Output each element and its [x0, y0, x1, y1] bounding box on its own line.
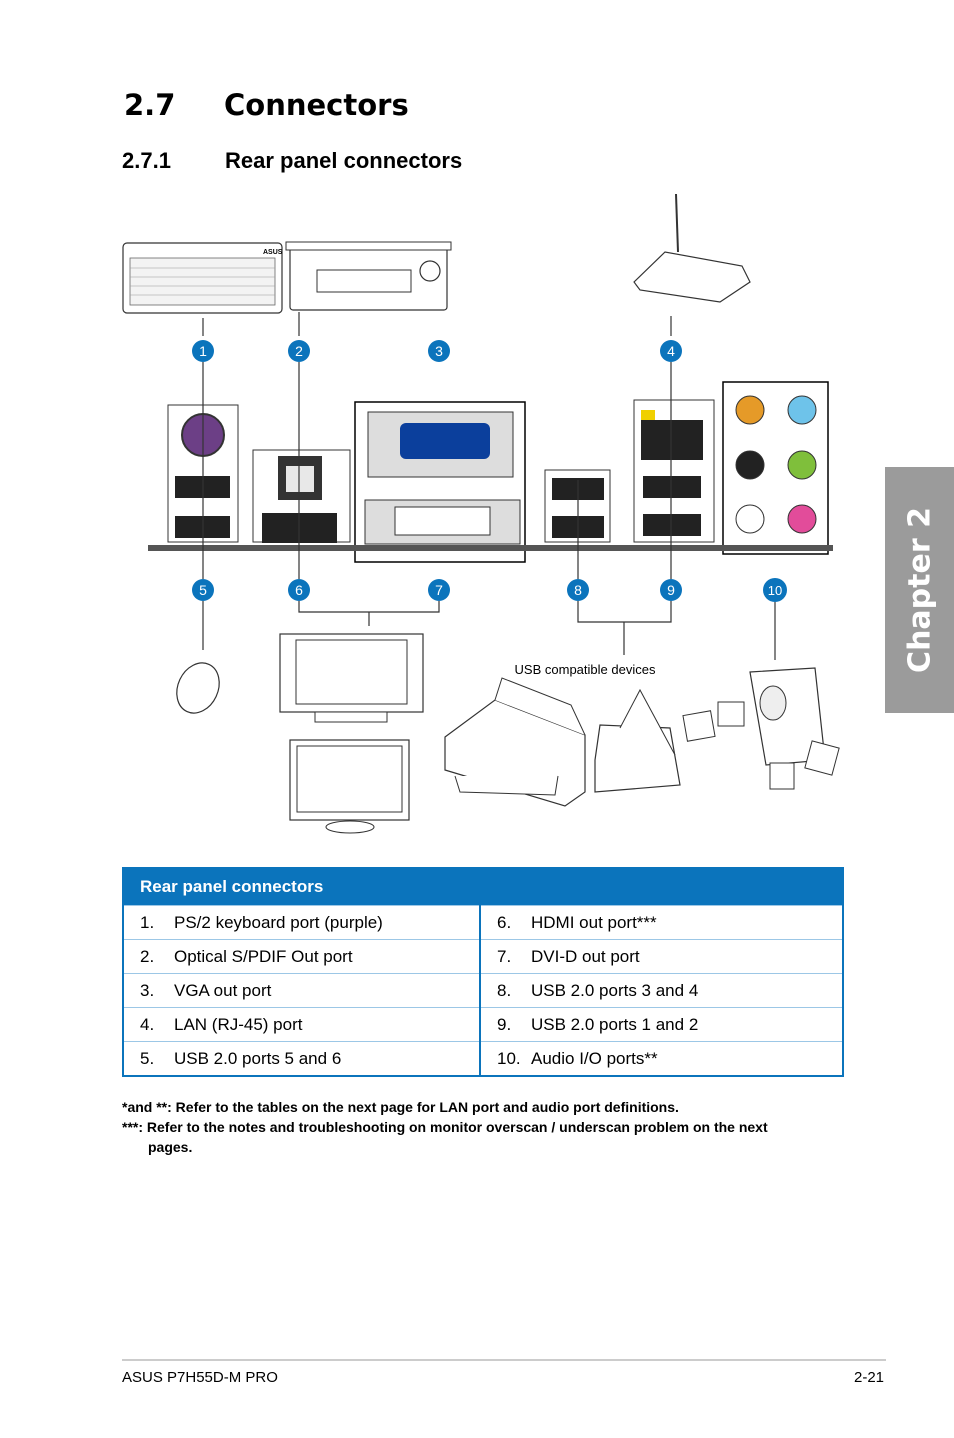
row-label: USB 2.0 ports 5 and 6 [174, 1048, 342, 1068]
row-label: Optical S/PDIF Out port [174, 946, 353, 966]
row-label: VGA out port [174, 980, 272, 1000]
callout-8: 8 [567, 579, 589, 601]
row-number: 7. [497, 946, 512, 966]
svg-text:7: 7 [435, 582, 443, 598]
svg-text:2: 2 [295, 343, 303, 359]
table-row: 1. PS/2 keyboard port (purple) 6. HDMI out… [123, 905, 843, 940]
footer-product: ASUS P7H55D-M PRO [122, 1369, 278, 1386]
svg-text:4: 4 [667, 343, 675, 359]
table-row: 3. VGA out port 8. USB 2.0 ports 3 and 4 [123, 973, 843, 1008]
rear-panel-diagram: ASUS [122, 193, 840, 834]
tv-monitor-icon [279, 633, 424, 723]
callout-1: 1 [192, 340, 214, 362]
row-number: 2. [140, 946, 155, 966]
footnote: ***: Refer to the notes and troubleshoot… [122, 1119, 768, 1135]
row-label: PS/2 keyboard port (purple) [174, 912, 383, 932]
lcd-monitor-icon [289, 739, 410, 834]
row-label: Audio I/O ports** [531, 1048, 658, 1068]
rear-io-panel [148, 381, 833, 563]
row-label: LAN (RJ-45) port [174, 1014, 303, 1034]
subsection-title-text: Rear panel connectors [225, 148, 463, 173]
row-label: USB 2.0 ports 1 and 2 [531, 1014, 699, 1034]
table-row: 5. USB 2.0 ports 5 and 6 10. Audio I/O por… [123, 1041, 843, 1076]
row-number: 9. [497, 1014, 512, 1034]
section-number: 2.7 [124, 88, 176, 122]
table-row: 4. LAN (RJ-45) port 9. USB 2.0 ports 1 and… [123, 1007, 843, 1042]
svg-text:6: 6 [295, 582, 303, 598]
row-number: 4. [140, 1014, 155, 1034]
row-number: 6. [497, 912, 512, 932]
footnote: *and **: Refer to the tables on the next… [122, 1099, 679, 1115]
svg-text:9: 9 [667, 582, 675, 598]
svg-text:1: 1 [199, 343, 207, 359]
section-title-text: Connectors [224, 88, 409, 122]
footnote: pages. [148, 1139, 193, 1155]
row-label: USB 2.0 ports 3 and 4 [531, 980, 699, 1000]
mouse-icon [176, 662, 220, 714]
row-number: 3. [140, 980, 155, 1000]
row-number: 1. [140, 912, 155, 932]
callout-5: 5 [192, 579, 214, 601]
callout-6: 6 [288, 579, 310, 601]
connector-table: Rear panel connectors 1. PS/2 keyboard po… [122, 867, 844, 1077]
footer-divider [122, 1359, 886, 1361]
scanner-icon [594, 688, 681, 793]
svg-text:3: 3 [435, 343, 443, 359]
audio-receiver-icon [285, 241, 452, 311]
svg-text:8: 8 [574, 582, 582, 598]
callout-10: 10 [763, 578, 787, 602]
table-header: Rear panel connectors [123, 868, 843, 906]
footnotes: *and **: Refer to the tables on the next… [122, 1097, 842, 1157]
row-number: 10. [497, 1048, 521, 1068]
chapter-tab-label: Chapter 2 [902, 507, 937, 673]
page-number: 2-21 [854, 1369, 885, 1386]
keyboard-brand: ASUS [263, 249, 283, 256]
row-number: 5. [140, 1048, 155, 1068]
keyboard-icon: ASUS [122, 242, 283, 314]
printer-icon [444, 677, 586, 807]
callout-3: 3 [428, 340, 450, 362]
section-title: 2.7 Connectors [124, 88, 409, 122]
router-icon [633, 193, 751, 303]
chapter-tab: Chapter 2 [885, 467, 954, 713]
svg-text:10: 10 [768, 583, 782, 598]
table-row: 2. Optical S/PDIF Out port 7. DVI-D out po… [123, 939, 843, 974]
callout-2: 2 [288, 340, 310, 362]
callout-4: 4 [660, 340, 682, 362]
subsection-title: 2.7.1 Rear panel connectors [122, 148, 462, 174]
subsection-number: 2.7.1 [122, 148, 171, 173]
speakers-icon [682, 667, 840, 790]
row-label: DVI-D out port [531, 946, 640, 966]
usb-devices-label: USB compatible devices [515, 662, 656, 677]
callout-9: 9 [660, 579, 682, 601]
callout-7: 7 [428, 579, 450, 601]
row-number: 8. [497, 980, 512, 1000]
row-label: HDMI out port*** [531, 912, 657, 932]
svg-text:5: 5 [199, 582, 207, 598]
